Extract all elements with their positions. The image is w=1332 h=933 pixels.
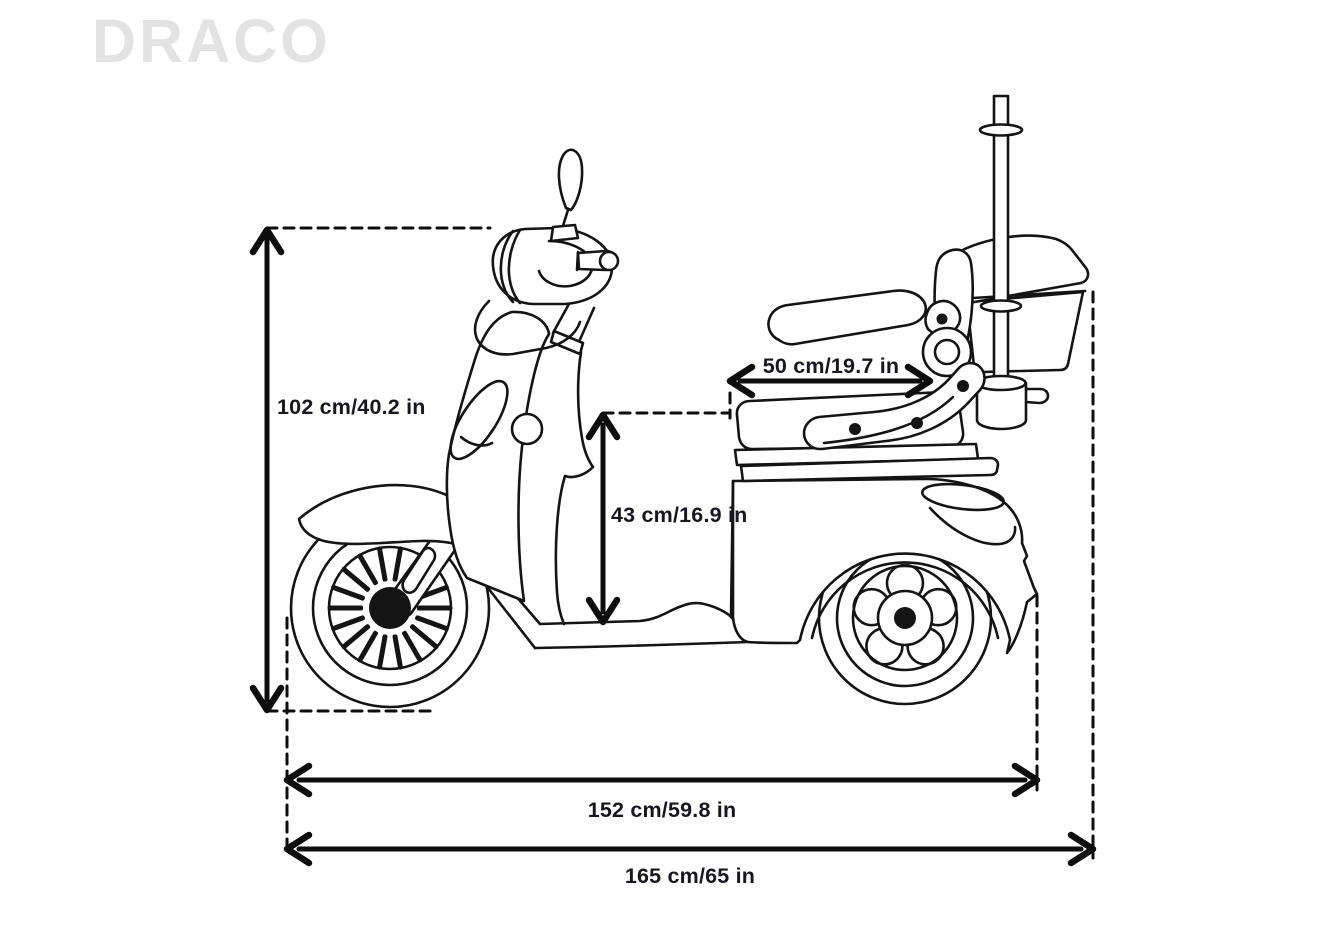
dimension-seat-width-label: 50 cm/19.7 in bbox=[762, 354, 900, 378]
rear-storage-box bbox=[953, 234, 1090, 374]
brand-logo: DRACO bbox=[92, 7, 331, 75]
front-cowl bbox=[473, 299, 582, 356]
rear-fender-lip bbox=[810, 561, 1000, 640]
dimension-wheelbase-label: 152 cm/59.8 in bbox=[587, 798, 737, 822]
leg-shield bbox=[445, 310, 551, 603]
seat-bracket bbox=[802, 361, 986, 451]
flag-pole-holder bbox=[975, 381, 1028, 431]
dimension-seat-width-arrow bbox=[726, 363, 934, 399]
dimension-overall-length-label: 165 cm/65 in bbox=[624, 864, 756, 888]
taillight bbox=[920, 482, 1006, 512]
headlight bbox=[491, 226, 620, 306]
dimension-overall-height-arrow bbox=[249, 226, 285, 714]
rear-view-mirror bbox=[549, 148, 584, 243]
rear-body-panel bbox=[731, 477, 1039, 655]
flag-pole bbox=[975, 94, 1050, 431]
dimension-seat-height-label: 43 cm/16.9 in bbox=[611, 503, 748, 527]
dimension-overall-height-label: 102 cm/40.2 in bbox=[277, 395, 426, 419]
armrest bbox=[767, 289, 928, 346]
leg-shield-vent bbox=[449, 379, 509, 461]
construction-lines bbox=[265, 226, 1095, 860]
seat-hinge bbox=[921, 299, 973, 378]
front-wheel-hub bbox=[369, 587, 411, 629]
front-knob bbox=[510, 412, 544, 446]
tiller-column bbox=[549, 300, 596, 626]
dimension-seat-height-arrow bbox=[585, 411, 621, 626]
dimension-overall-length-arrow bbox=[283, 831, 1097, 867]
dimension-wheelbase-arrow bbox=[283, 762, 1041, 798]
